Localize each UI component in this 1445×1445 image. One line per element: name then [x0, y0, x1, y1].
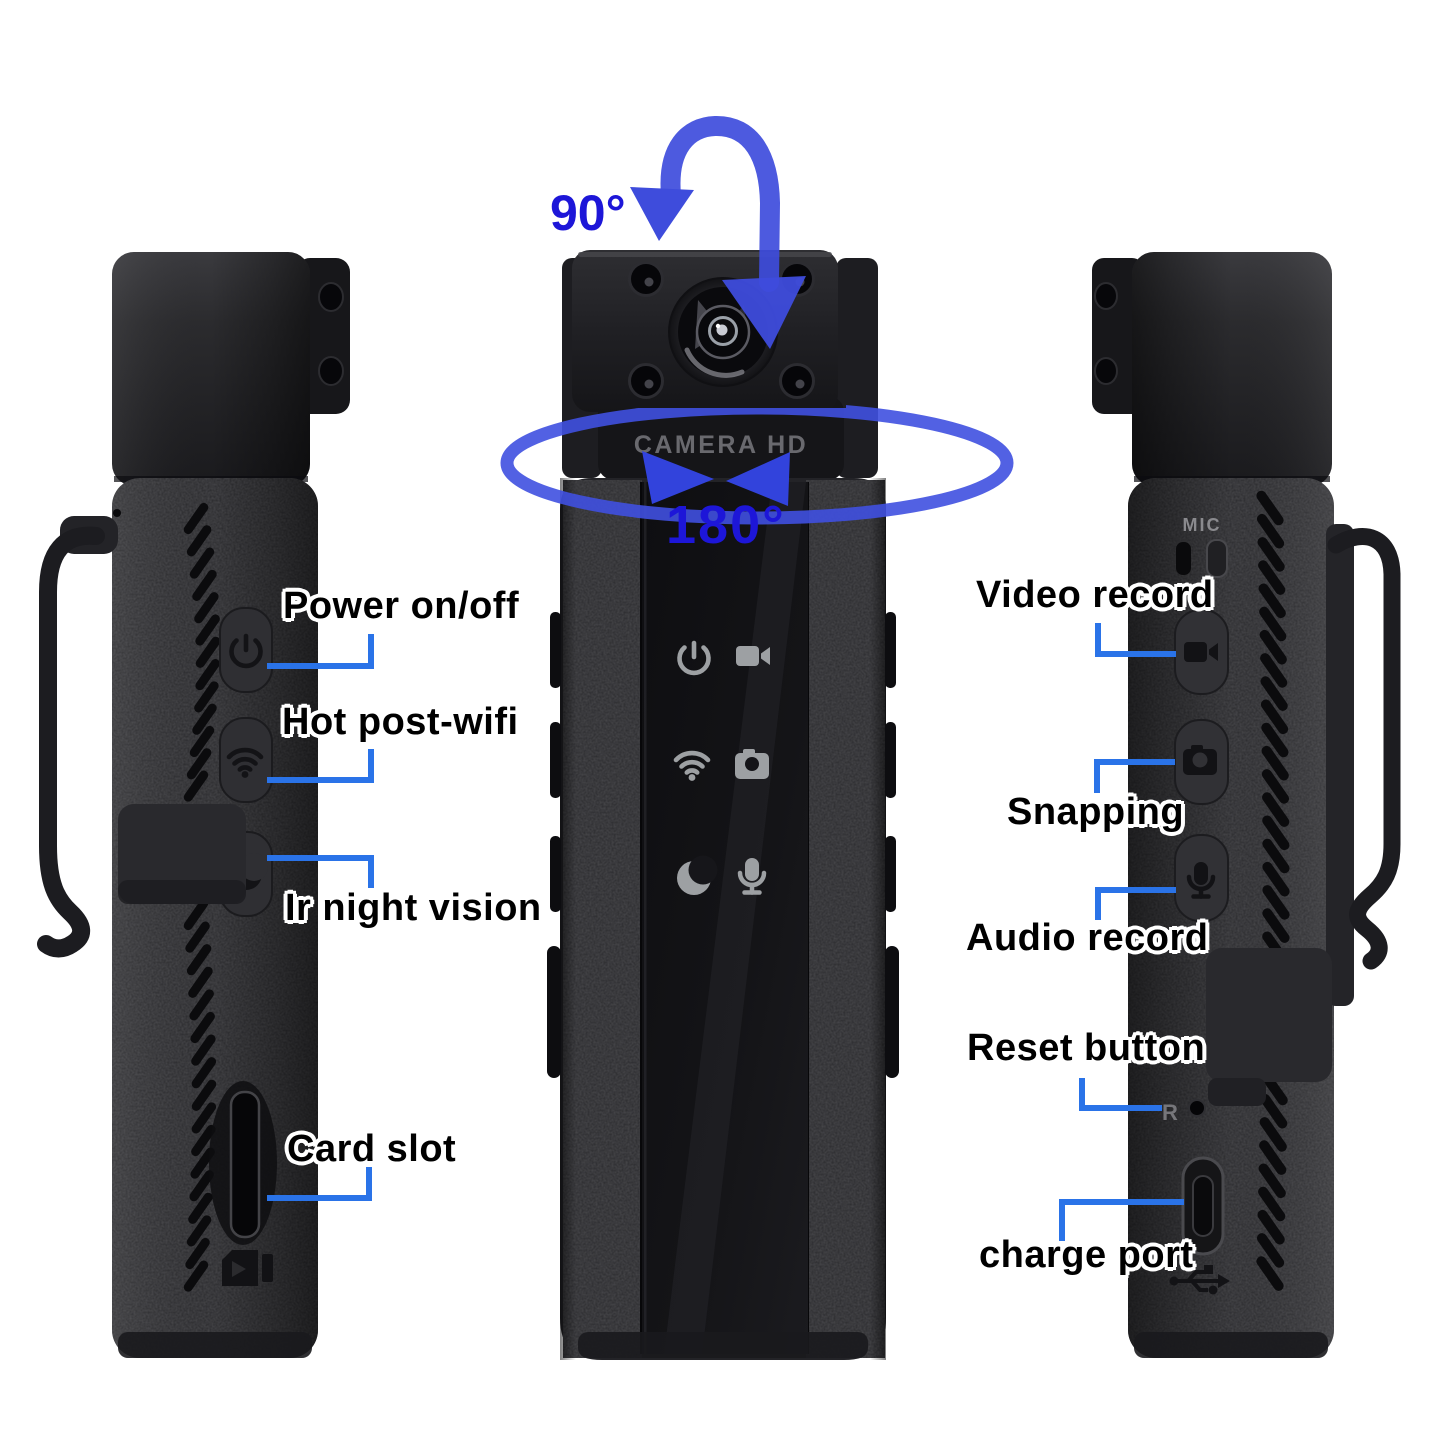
micro-sd-icon: [222, 1250, 273, 1286]
mic-hole: [1176, 542, 1191, 575]
ir-led: [1094, 357, 1118, 385]
side-buttons-edge: [547, 612, 899, 1078]
clip-hinge: [1206, 948, 1332, 1082]
audio-record-callout-label: Audio record: [966, 917, 1209, 959]
ir-led: [628, 261, 815, 399]
belt-clip: [37, 526, 105, 958]
camera-head: [572, 250, 838, 412]
ir-led: [318, 356, 344, 386]
video-record-callout-label: Video record: [976, 574, 1214, 616]
callout-lines: [267, 623, 1184, 1241]
clip-mount: [1326, 524, 1354, 1006]
rotation-90-label: 90°: [550, 185, 626, 241]
usb-icon: [1169, 1265, 1230, 1295]
rotation-arrow-90: [630, 116, 806, 349]
ir-led: [318, 282, 344, 312]
belt-clip: [1327, 528, 1401, 970]
callout-charge-line: [1059, 1199, 1184, 1241]
brand-text: CAMERA HD: [634, 431, 808, 459]
clip-hinge: [118, 804, 246, 904]
mic-label: MIC: [1183, 515, 1222, 535]
callout-card-line: [267, 1167, 372, 1201]
callout-power-line: [267, 634, 374, 669]
mic-hole: [1206, 539, 1228, 578]
right-device: MIC R: [1092, 252, 1401, 1358]
night-indicator-icon: [677, 855, 718, 895]
left-device: [37, 252, 350, 1358]
rotation-180-label: 180°: [666, 495, 786, 555]
wifi-callout-label: Hot post-wifi: [282, 701, 519, 743]
night-vision-callout-label: Ir night vision: [285, 887, 542, 929]
power-callout-label: Power on/off: [283, 585, 520, 627]
callout-wifi-line: [267, 749, 374, 783]
charge-port-callout-label: charge port: [979, 1234, 1194, 1276]
card-slot-callout-label: Card slot: [287, 1128, 457, 1170]
callout-video-line: [1095, 623, 1176, 657]
snapping-callout-label: Snapping: [1007, 791, 1185, 833]
reset-mark: R: [1162, 1100, 1178, 1125]
reset-hole: [1188, 1099, 1206, 1117]
reset-button-callout-label: Reset button: [967, 1027, 1206, 1069]
front-device: CAMERA HD: [547, 250, 899, 1360]
callout-snap-line: [1094, 759, 1175, 793]
card-slot: [229, 1090, 261, 1239]
vent-slots: [183, 898, 217, 1292]
callout-night-line: [267, 855, 374, 888]
rotation-arrow-180: [500, 401, 1014, 525]
callout-reset-line: [1079, 1078, 1162, 1111]
vent-slots: [183, 502, 221, 802]
ir-led: [1094, 282, 1118, 310]
callout-audio-line: [1095, 887, 1176, 920]
